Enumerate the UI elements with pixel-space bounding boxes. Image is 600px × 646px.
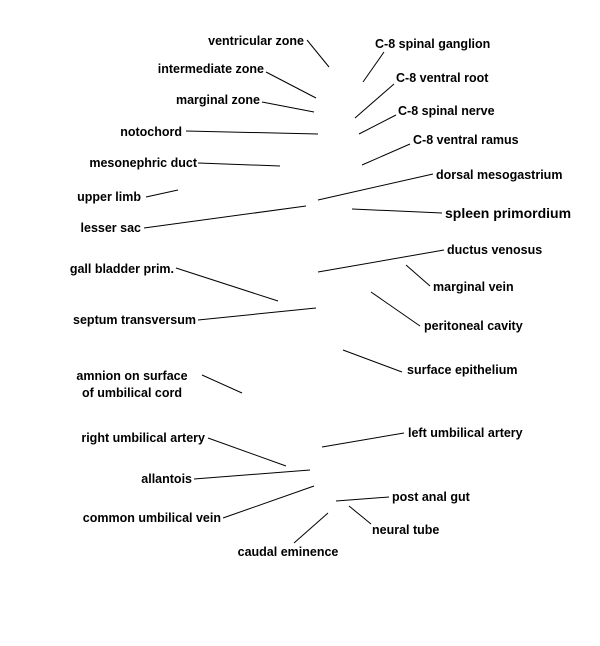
leader-line-c8-ventral-ramus	[361, 143, 411, 166]
labels: ventricular zone C-8 spinal ganglion int…	[70, 34, 571, 559]
label-amnion-line-1: amnion on surface	[76, 369, 187, 383]
label-gall-bladder-prim: gall bladder prim.	[70, 262, 174, 276]
leader-line-gall-bladder-prim	[175, 267, 279, 302]
label-mesonephric-duct: mesonephric duct	[89, 156, 197, 170]
label-upper-limb: upper limb	[77, 190, 141, 204]
label-marginal-zone: marginal zone	[176, 93, 260, 107]
leader-line-ventricular-zone	[306, 39, 330, 68]
label-common-umbilical-vein: common umbilical vein	[83, 511, 221, 525]
label-allantois: allantois	[141, 472, 192, 486]
label-peritoneal-cavity: peritoneal cavity	[424, 319, 523, 333]
label-surface-epithelium: surface epithelium	[407, 363, 517, 377]
label-spleen-primordium: spleen primordium	[445, 205, 571, 221]
label-c8-spinal-nerve: C-8 spinal nerve	[398, 104, 495, 118]
label-septum-transversum: septum transversum	[73, 313, 196, 327]
leader-line-allantois	[193, 469, 311, 480]
leader-line-intermediate-zone	[265, 71, 317, 99]
leader-line-post-anal-gut	[335, 496, 390, 502]
label-lesser-sac: lesser sac	[81, 221, 142, 235]
leader-line-surface-epithelium	[342, 349, 403, 373]
leader-line-c8-ventral-root	[354, 83, 395, 119]
label-amnion-line-2: of umbilical cord	[82, 386, 182, 400]
leader-lines	[143, 39, 445, 544]
label-c8-ventral-ramus: C-8 ventral ramus	[413, 133, 519, 147]
leader-line-common-umbilical-vein	[222, 485, 315, 519]
leader-line-amnion	[201, 374, 243, 394]
label-dorsal-mesogastrium: dorsal mesogastrium	[436, 168, 562, 182]
label-left-umbilical-artery: left umbilical artery	[408, 426, 523, 440]
leader-line-left-umbilical-artery	[321, 432, 405, 448]
label-ventricular-zone: ventricular zone	[208, 34, 304, 48]
leader-line-neural-tube	[348, 505, 372, 525]
label-neural-tube: neural tube	[372, 523, 439, 537]
label-post-anal-gut: post anal gut	[392, 490, 471, 504]
leader-line-spleen-primordium	[351, 208, 443, 214]
label-c8-spinal-ganglion: C-8 spinal ganglion	[375, 37, 490, 51]
leader-line-marginal-vein	[405, 264, 431, 287]
leader-line-ductus-venosus	[317, 249, 445, 273]
leader-line-c8-spinal-ganglion	[362, 51, 385, 83]
label-marginal-vein: marginal vein	[433, 280, 514, 294]
label-ductus-venosus: ductus venosus	[447, 243, 542, 257]
leader-line-right-umbilical-artery	[207, 437, 287, 467]
leader-line-notochord	[185, 130, 319, 135]
leader-line-upper-limb	[145, 189, 179, 198]
leader-line-caudal-eminence	[293, 512, 329, 544]
leader-line-marginal-zone	[261, 101, 315, 113]
label-right-umbilical-artery: right umbilical artery	[81, 431, 205, 445]
label-caudal-eminence: caudal eminence	[238, 545, 339, 559]
leader-line-peritoneal-cavity	[370, 291, 421, 327]
label-notochord: notochord	[120, 125, 182, 139]
leader-line-c8-spinal-nerve	[358, 114, 397, 135]
leader-line-septum-transversum	[197, 307, 317, 321]
leader-line-dorsal-mesogastrium	[317, 173, 434, 201]
label-c8-ventral-root: C-8 ventral root	[396, 71, 489, 85]
leader-line-lesser-sac	[143, 205, 307, 229]
label-intermediate-zone: intermediate zone	[158, 62, 264, 76]
leader-line-mesonephric-duct	[197, 162, 281, 167]
